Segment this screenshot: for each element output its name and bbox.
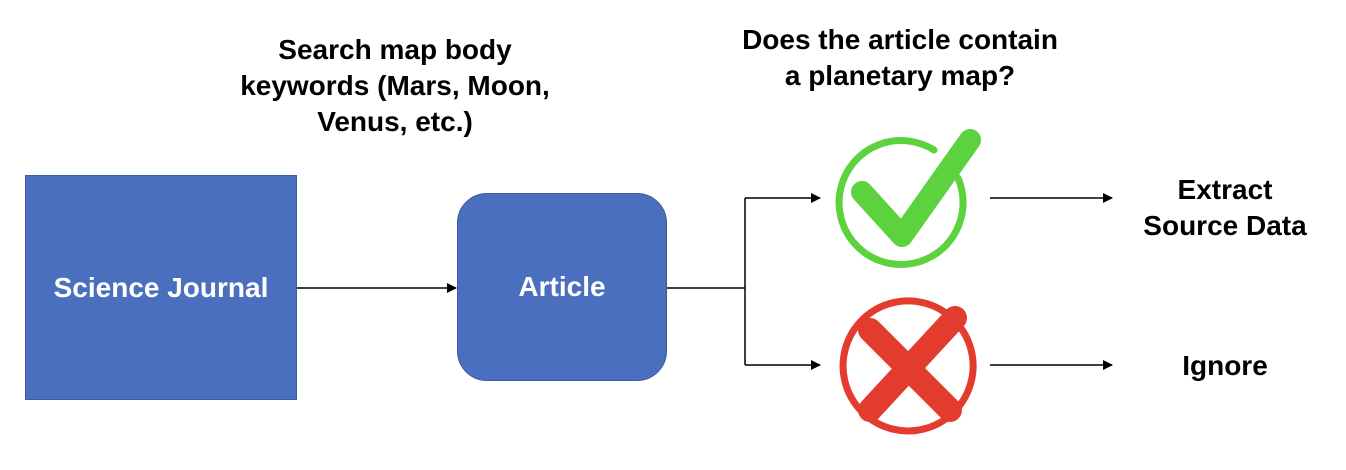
ignore-label: Ignore (1182, 350, 1268, 381)
check-circle-icon (835, 129, 981, 269)
science-journal-label: Science Journal (53, 271, 269, 303)
science-journal-node: Science Journal (25, 175, 297, 400)
search-keywords-label: Search map body keywords (Mars, Moon, Ve… (200, 32, 590, 140)
search-label-line-2: keywords (Mars, Moon, (240, 70, 550, 101)
question-line-2: a planetary map? (784, 60, 1016, 91)
search-label-line-1: Search map body (278, 34, 512, 65)
x-circle-icon (839, 297, 977, 435)
article-label: Article (518, 271, 606, 302)
article-node: Article (457, 193, 667, 381)
search-label-line-3: Venus, etc.) (317, 106, 473, 137)
decision-question-label: Does the article contain a planetary map… (700, 22, 1100, 94)
extract-line-1: Extract (1177, 174, 1273, 205)
question-line-1: Does the article contain (742, 24, 1058, 55)
extract-source-data-label: Extract Source Data (1120, 172, 1330, 244)
extract-line-2: Source Data (1143, 210, 1307, 241)
